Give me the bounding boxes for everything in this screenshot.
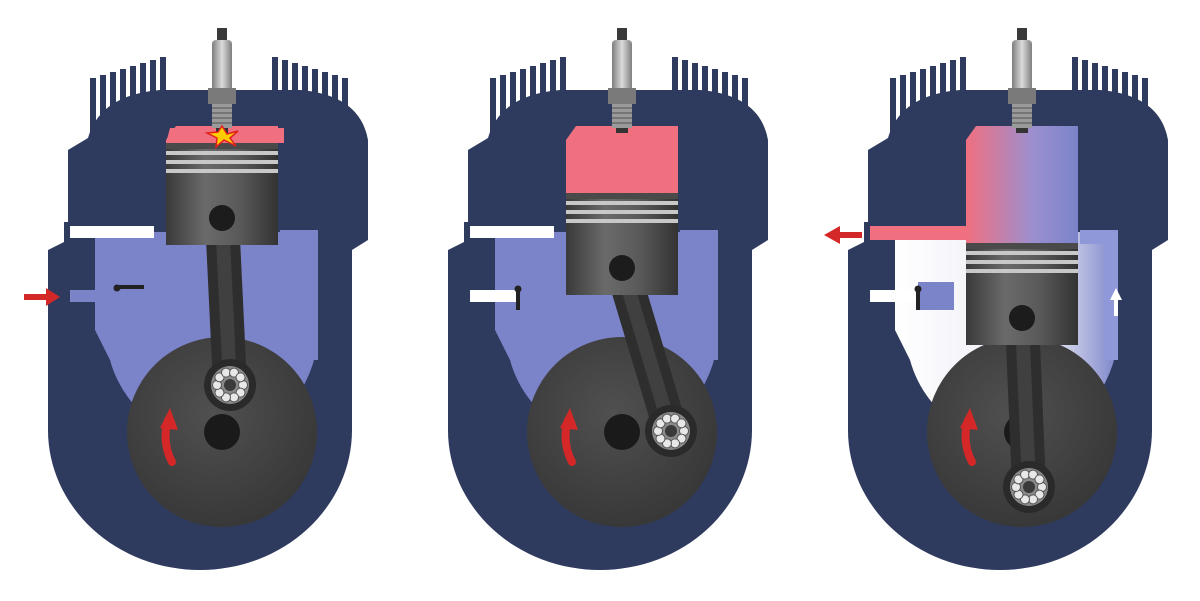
fin xyxy=(500,75,506,148)
fin xyxy=(900,75,906,148)
piston-ring xyxy=(166,169,278,173)
valve-hinge xyxy=(113,284,121,292)
plug-hex xyxy=(208,88,236,104)
crankshaft-hub xyxy=(604,414,640,450)
transfer-passage xyxy=(1080,230,1118,360)
piston-icon xyxy=(166,143,278,245)
flow-arrow-icon xyxy=(24,288,60,306)
plug-hex xyxy=(608,88,636,104)
piston-ring xyxy=(566,210,678,214)
piston-crown xyxy=(966,243,1078,249)
transfer-passage xyxy=(680,230,718,360)
rotation-arrow-head xyxy=(960,408,978,430)
piston-crown xyxy=(166,143,278,149)
valve-flap xyxy=(516,288,520,310)
plug-terminal xyxy=(617,28,627,42)
intake-arrow-head xyxy=(46,288,60,306)
reed-valve xyxy=(113,284,144,292)
reed-valve-box xyxy=(918,282,954,310)
plug-insulator xyxy=(212,40,232,92)
piston-icon xyxy=(966,243,1078,345)
ball-bearing-icon xyxy=(1003,461,1055,513)
exhaust-arrow-head xyxy=(824,226,840,244)
gudgeon-pin xyxy=(1009,305,1035,331)
panel-1 xyxy=(24,28,368,570)
connecting-rod-icon xyxy=(205,201,247,402)
piston-ring xyxy=(566,219,678,223)
valve-flap xyxy=(118,285,144,289)
plug-electrode xyxy=(616,128,628,133)
plug-terminal xyxy=(217,28,227,42)
piston-ring xyxy=(966,269,1078,273)
plug-insulator xyxy=(1012,40,1032,92)
gudgeon-pin xyxy=(209,205,235,231)
bearing-ball xyxy=(235,372,246,383)
transfer-arrow-head xyxy=(1110,288,1122,300)
panel-2 xyxy=(448,28,768,570)
reed-valve-box xyxy=(518,282,554,310)
bearing-ball xyxy=(1034,474,1045,485)
piston-crown xyxy=(566,193,678,199)
rod-web xyxy=(215,211,237,392)
exhaust-arrow-shaft xyxy=(838,232,862,238)
flow-arrow-icon xyxy=(1110,288,1122,316)
plug-thread xyxy=(212,104,232,128)
plug-hex xyxy=(1008,88,1036,104)
exhaust-channel xyxy=(470,226,554,238)
rotation-arrow-head xyxy=(560,408,578,430)
fin xyxy=(100,75,106,148)
reed-valve xyxy=(514,285,522,310)
panel-3 xyxy=(824,28,1168,570)
plug-thread xyxy=(1012,104,1032,128)
connecting-rod-icon xyxy=(605,251,688,448)
spark-icon xyxy=(204,124,239,149)
plug-thread xyxy=(612,104,632,128)
bearing-center xyxy=(1023,481,1035,493)
ball-bearing-icon xyxy=(204,359,256,411)
rotation-arrow-head xyxy=(160,408,178,430)
flywheel-icon xyxy=(127,337,317,527)
fin xyxy=(490,78,496,148)
transfer-arrow-shaft xyxy=(1114,298,1118,316)
plug-insulator xyxy=(612,40,632,92)
bearing-center xyxy=(224,379,236,391)
intake-arrow-shaft xyxy=(24,294,48,300)
rod-web xyxy=(615,261,678,438)
ball-bearing-icon xyxy=(645,405,697,457)
fin xyxy=(90,78,96,148)
transfer-passage xyxy=(280,230,318,360)
bearing-ball xyxy=(676,418,687,429)
exhaust-channel xyxy=(70,226,154,238)
fin xyxy=(890,78,896,148)
piston-ring xyxy=(566,201,678,205)
spark-plug-icon xyxy=(608,28,636,133)
piston-ring xyxy=(966,251,1078,255)
piston-ring xyxy=(166,160,278,164)
piston-ring xyxy=(966,260,1078,264)
combustion-chamber xyxy=(566,126,678,193)
spark-plug-icon xyxy=(1008,28,1036,133)
spark-plug-icon xyxy=(208,28,236,133)
flow-arrow-icon xyxy=(824,226,862,244)
bearing-center xyxy=(665,425,677,437)
valve-hinge xyxy=(914,285,922,293)
piston-icon xyxy=(566,193,678,295)
reed-valve xyxy=(914,285,922,310)
plug-electrode xyxy=(1016,128,1028,133)
rod-web xyxy=(1015,311,1036,494)
crankshaft-hub xyxy=(204,414,240,450)
gudgeon-pin xyxy=(609,255,635,281)
plug-terminal xyxy=(1017,28,1027,42)
connecting-rod-icon xyxy=(1005,301,1046,504)
piston-ring xyxy=(166,151,278,155)
exhaust-channel xyxy=(870,226,974,240)
valve-hinge xyxy=(514,285,522,293)
valve-flap xyxy=(916,288,920,310)
combustion-chamber xyxy=(966,126,1078,243)
